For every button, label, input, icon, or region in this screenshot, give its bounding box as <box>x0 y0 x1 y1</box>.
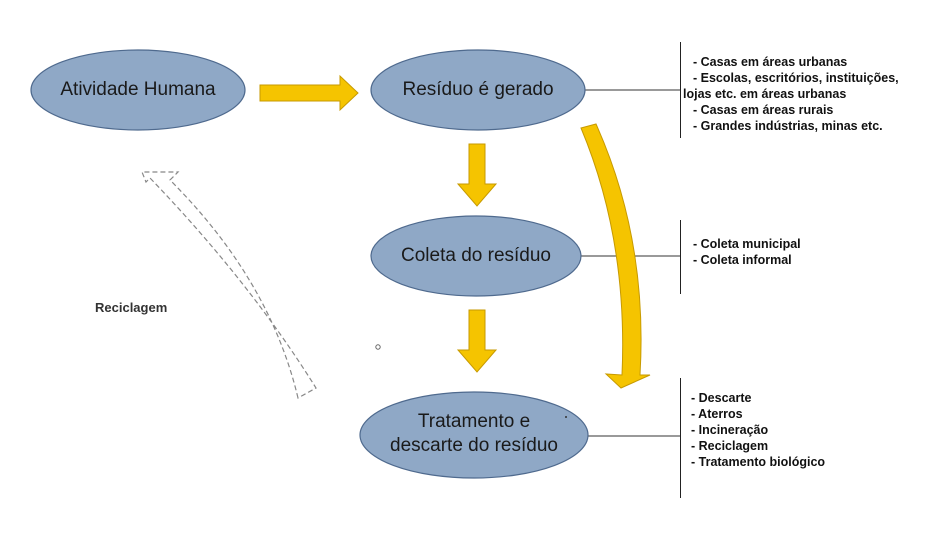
label-treatment-line2: descarte do resíduo <box>390 435 558 456</box>
node-waste-generated <box>370 49 586 131</box>
note-collection: - Coleta municipal - Coleta informal <box>693 236 801 268</box>
note-sources-item: - Escolas, escritórios, instituições, <box>693 71 899 85</box>
arrow-waste-to-collection <box>456 143 498 207</box>
arrow-waste-to-treatment-direct <box>580 123 651 389</box>
recycle-label: Reciclagem <box>95 300 168 315</box>
note-treatment-item: - Incineração <box>691 423 769 437</box>
label-waste-generated: Resíduo é gerado <box>402 79 554 100</box>
note-treatment-item: - Tratamento biológico <box>691 455 826 469</box>
bracket-sources <box>680 42 681 138</box>
note-treatment-item: - Aterros <box>691 407 743 421</box>
node-treatment <box>359 391 589 479</box>
note-treatment: - Descarte - Aterros - Incineração - Rec… <box>691 390 825 470</box>
arrow-activity-to-waste <box>259 74 359 112</box>
note-treatment-item: - Reciclagem <box>691 439 769 453</box>
note-sources-item: - Casas em áreas rurais <box>693 103 834 117</box>
label-collection: Coleta do resíduo <box>401 245 551 266</box>
small-dot <box>375 344 381 350</box>
note-sources-item: - Grandes indústrias, minas etc. <box>693 119 883 133</box>
note-treatment-item: - Descarte <box>691 391 752 405</box>
arrow-collection-to-treatment <box>456 309 498 373</box>
recycle-arrow <box>141 171 317 399</box>
tiny-dot <box>565 416 567 418</box>
bracket-collection <box>680 220 681 294</box>
label-human-activity: Atividade Humana <box>60 79 216 100</box>
note-sources-item: - Casas em áreas urbanas <box>693 55 848 69</box>
label-treatment: Tratamento e descarte do resíduo <box>390 410 558 458</box>
note-sources: - Casas em áreas urbanas - Escolas, escr… <box>683 54 899 134</box>
label-treatment-line1: Tratamento e <box>417 411 531 432</box>
note-collection-item: - Coleta municipal <box>693 237 801 251</box>
node-collection <box>370 215 582 297</box>
note-collection-item: - Coleta informal <box>693 253 792 267</box>
node-human-activity <box>30 49 246 131</box>
note-sources-item: lojas etc. em áreas urbanas <box>683 87 847 101</box>
bracket-treatment <box>680 378 681 498</box>
